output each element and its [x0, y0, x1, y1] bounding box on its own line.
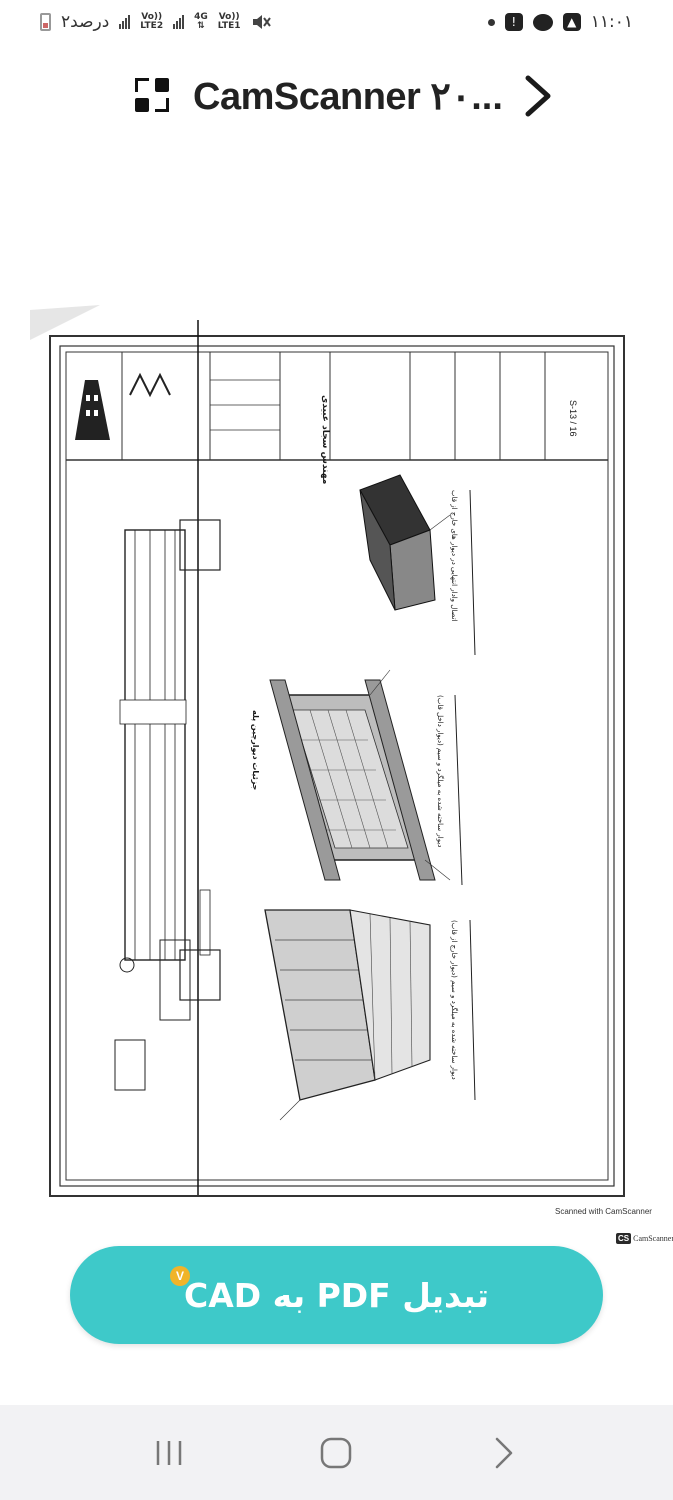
recents-icon [156, 1440, 182, 1465]
recents-button[interactable] [139, 1423, 199, 1483]
back-button[interactable] [474, 1423, 534, 1483]
drawing-title: جزئیات دیوارچین پله [251, 710, 260, 791]
drawing-caption-left: دیوار ساخته شده به میلگرد و سیم (دیوار خ… [450, 920, 458, 1080]
scanned-drawing [30, 305, 625, 1197]
sim2-network: Vo))LTE2 [140, 12, 164, 31]
camscanner-logo-mark: CS [616, 1233, 632, 1244]
battery-icon [40, 13, 51, 31]
sim1-network-type: 4G⇅ [194, 12, 208, 31]
premium-badge-icon: V [170, 1266, 190, 1286]
convert-button-label: تبدیل PDF به CAD [184, 1275, 489, 1315]
document-title: CamScanner ۲۰... [193, 75, 503, 118]
battery-percent: ۲درصد [61, 12, 110, 32]
mute-icon [252, 15, 271, 29]
status-time: ۱۱:۰۱ [590, 12, 633, 32]
sim1-network: Vo))LTE1 [217, 12, 241, 31]
title-bar: CamScanner ۲۰... [0, 60, 673, 132]
camscanner-logo: CS CamScanner [616, 1233, 673, 1244]
drawing-sheet-number: S-13 / 16 [568, 400, 578, 437]
drawing-caption-right: اتصال وادار انتهایی در دیوار های خارج از… [450, 490, 458, 622]
drawing-engineer-name: مهندس سجاد عبیدی [320, 395, 330, 485]
camscanner-logo-text: CamScanner [633, 1234, 673, 1243]
document-preview[interactable]: S-13 / 16 مهندس سجاد عبیدی جزئیات دیوارچ… [30, 300, 644, 1205]
alert-icon: ! [504, 13, 523, 31]
status-left: ۲درصد Vo))LTE2 4G⇅ Vo))LTE1 [40, 12, 271, 32]
home-button[interactable] [306, 1423, 366, 1483]
message-icon [532, 13, 553, 31]
back-chevron-icon [495, 1437, 513, 1468]
convert-pdf-to-cad-button[interactable]: تبدیل PDF به CAD V [70, 1246, 603, 1344]
system-nav-bar [0, 1405, 673, 1500]
notification-dot-icon [487, 18, 495, 26]
signal-sim1-icon [173, 15, 185, 29]
scanned-with-caption: Scanned with CamScanner [555, 1207, 652, 1216]
gallery-icon: ▲ [562, 13, 581, 31]
status-right: ! ▲ ۱۱:۰۱ [487, 12, 633, 32]
home-icon [321, 1437, 352, 1468]
drawing-caption-center: دیوار ساخته شده به میلگرد و سیم (دیوار د… [436, 695, 444, 848]
signal-sim2-icon [119, 15, 131, 29]
chevron-right-icon[interactable] [518, 74, 558, 118]
status-bar: ۲درصد Vo))LTE2 4G⇅ Vo))LTE1 ! ▲ ۱۱:۰۱ [0, 0, 673, 44]
camscanner-icon[interactable] [135, 78, 171, 114]
